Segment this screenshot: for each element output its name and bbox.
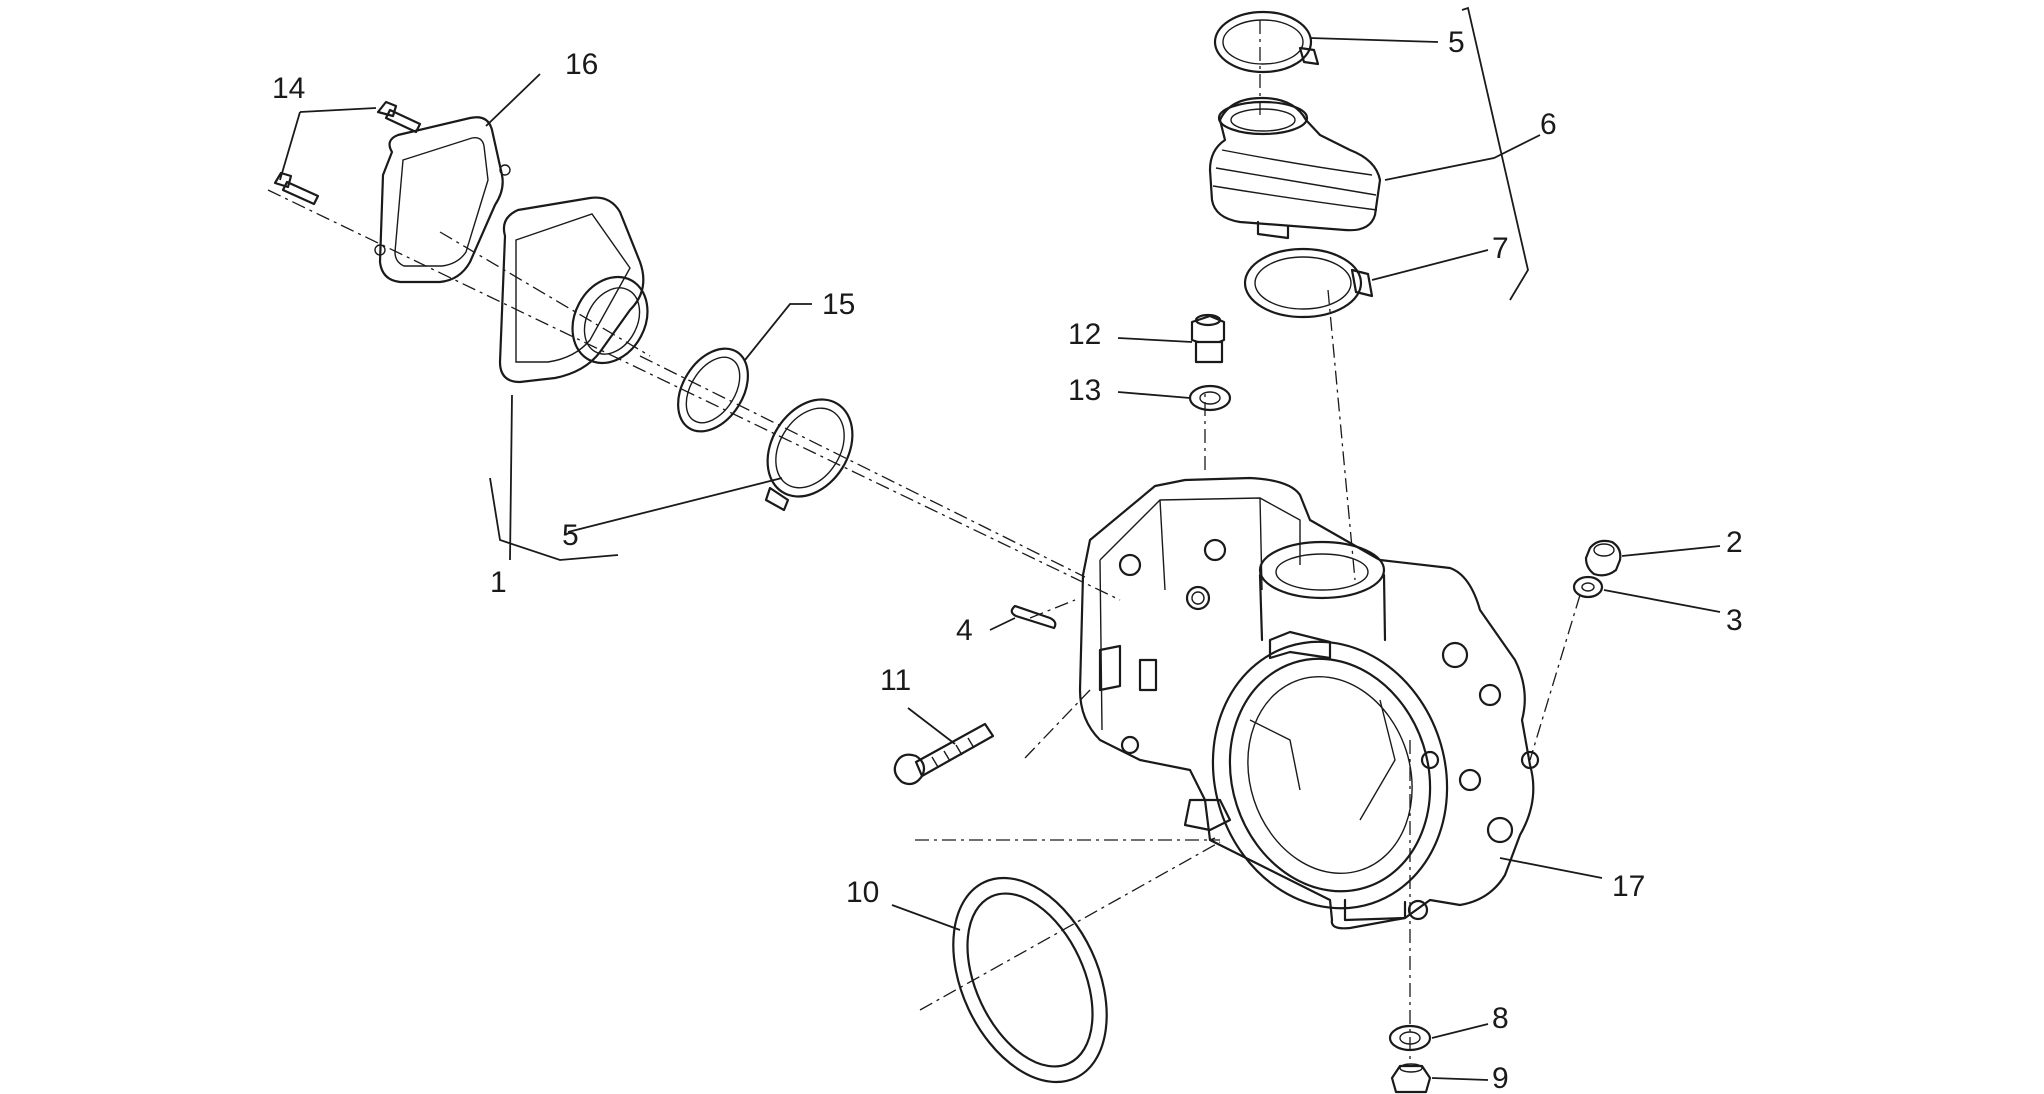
callout-label: 10 [846, 876, 879, 909]
callout-label: 13 [1068, 374, 1101, 407]
part-hose-clamp-7 [1243, 247, 1374, 319]
callout-label: 8 [1492, 1002, 1509, 1035]
leader-lines [279, 37, 1721, 1081]
callout-labels: 14 16 15 5 1 5 6 7 12 13 2 3 4 11 17 10 … [272, 26, 1743, 1094]
callout-label: 12 [1068, 318, 1101, 351]
callout-label: 2 [1726, 526, 1743, 559]
callout-label: 6 [1540, 108, 1557, 141]
callout-label: 7 [1492, 232, 1509, 265]
assembly-axes [267, 20, 1581, 1060]
part-washer-8 [1388, 1024, 1432, 1052]
part-seal-10 [952, 876, 1108, 1084]
part-plug-2 [1584, 539, 1622, 577]
part-flange-16 [374, 116, 511, 284]
callout-label: 5 [562, 519, 579, 552]
callout-label: 3 [1726, 604, 1743, 637]
part-intake-boot-1 [498, 196, 649, 384]
brackets [489, 6, 1529, 561]
callout-label: 11 [880, 664, 911, 697]
callout-label: 14 [272, 72, 305, 105]
callout-label: 16 [565, 48, 598, 81]
part-screws-14 [273, 100, 422, 206]
part-housing-17 [1078, 476, 1540, 930]
part-plug-9 [1390, 1063, 1432, 1094]
callout-label: 9 [1492, 1062, 1509, 1094]
part-bolt-11 [893, 722, 995, 786]
part-fitting-12 [1190, 313, 1226, 364]
callout-label: 15 [822, 288, 855, 321]
callout-label: 17 [1612, 870, 1645, 903]
callout-label: 1 [490, 566, 507, 599]
part-washer-13 [1188, 384, 1232, 412]
part-boot-6 [1208, 96, 1382, 240]
callout-label: 4 [956, 614, 973, 647]
part-pin-4 [1010, 604, 1057, 630]
callout-label: 5 [1448, 26, 1465, 59]
part-washer-3 [1572, 575, 1604, 599]
part-ring-15 [677, 347, 749, 433]
part-hose-clamp-5-lower [764, 398, 854, 512]
part-hose-clamp-5-upper [1213, 10, 1320, 74]
